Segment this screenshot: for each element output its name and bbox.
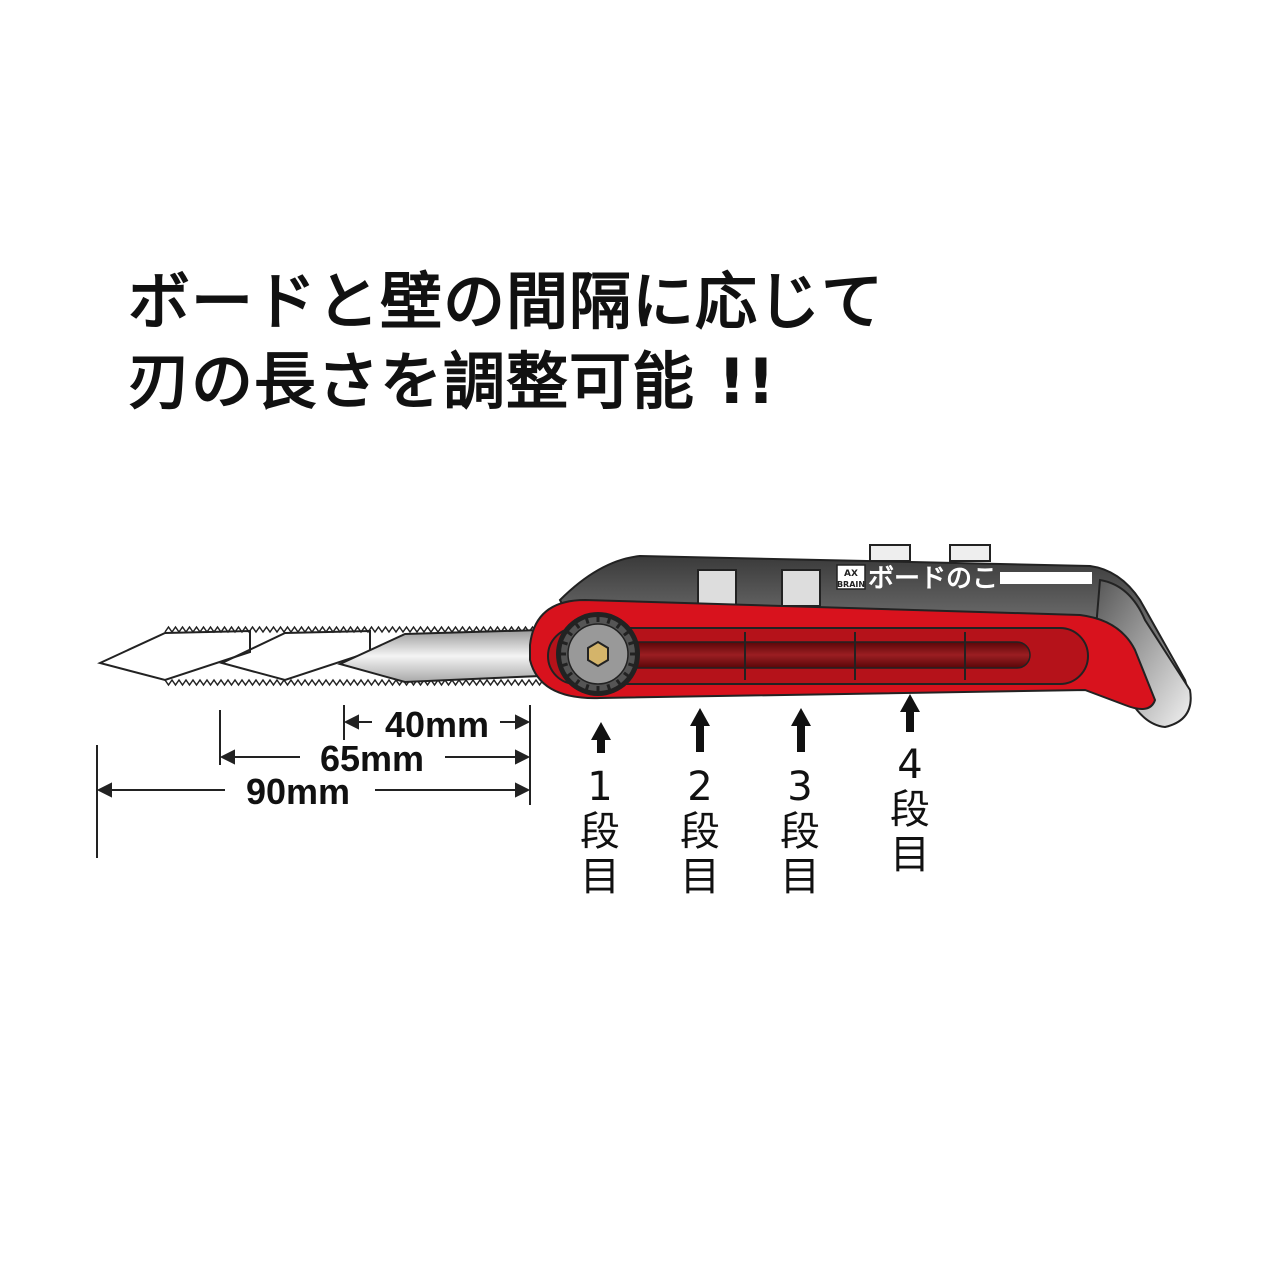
step-arrow-4: [900, 694, 920, 732]
brand-logo-bottom: BRAIN: [837, 580, 865, 589]
step-arrow-2: [690, 708, 710, 752]
product-name: ボードのこ: [868, 564, 998, 594]
step-labels: 1 段 目 2 段 目 3 段 目 4 段 目: [580, 742, 930, 900]
knob-ridge: [584, 683, 590, 693]
headline-line-1: ボードと壁の間隔に応じて: [128, 265, 885, 338]
knob-ridge: [559, 640, 569, 646]
step-arrow-3: [791, 708, 811, 752]
dimension-label-65mm: 65mm: [320, 738, 424, 779]
knob-ridge: [559, 662, 569, 668]
blade-outlines: [97, 629, 371, 682]
step-4-char2: 目: [890, 832, 930, 878]
step-3-char2: 目: [780, 854, 820, 900]
tool-tail: [1093, 578, 1192, 729]
step-2-number: 2: [687, 764, 712, 810]
knob-ridge: [584, 615, 590, 625]
hex-bolt-icon: [587, 640, 609, 668]
step-2-char2: 目: [680, 854, 720, 900]
blade-outline-90mm: [97, 629, 251, 682]
step-arrows: [591, 694, 920, 753]
step-1-char1: 段: [580, 809, 620, 855]
step-1-char2: 目: [580, 854, 620, 900]
knob-ridge: [623, 629, 632, 637]
knob-ridge: [573, 620, 581, 629]
knob-ridge: [627, 662, 637, 668]
saw-teeth: [164, 678, 544, 687]
knob-ridge: [606, 615, 612, 625]
headline-line-2: 刃の長さを調整可能 !!: [128, 345, 777, 418]
top-tab-2: [949, 544, 991, 562]
product-label-band: [1000, 572, 1092, 584]
dimension-label-90mm: 90mm: [246, 771, 350, 812]
knob-ridge: [615, 620, 623, 629]
slider-button-1[interactable]: [697, 569, 737, 607]
blade-outline-65mm: [219, 629, 371, 682]
brand-logo-top: AX: [844, 569, 858, 579]
slot-notches: [744, 632, 966, 680]
dimension-label-40mm: 40mm: [385, 704, 489, 745]
step-arrow-1: [591, 722, 611, 753]
step-4-number: 4: [897, 742, 922, 788]
knob-ridge: [623, 671, 632, 679]
step-2-char1: 段: [680, 809, 720, 855]
headline: ボードと壁の間隔に応じて 刃の長さを調整可能 !!: [128, 262, 884, 422]
knob-ridge: [573, 679, 581, 688]
slider-button-2[interactable]: [781, 569, 821, 607]
step-1-number: 1: [587, 764, 612, 810]
knob-ridge: [564, 671, 573, 679]
top-tab-1: [869, 544, 911, 562]
step-3-number: 3: [787, 764, 812, 810]
step-3-char1: 段: [780, 809, 820, 855]
step-4-char1: 段: [890, 787, 930, 833]
dimension-lines: [96, 705, 531, 858]
knob-ridge: [564, 629, 573, 637]
lock-knob[interactable]: [556, 612, 640, 696]
knob-ridge: [606, 683, 612, 693]
knob-ridge: [627, 640, 637, 646]
knob-ridge: [615, 679, 623, 688]
brand-logo: AX BRAIN: [836, 564, 866, 590]
